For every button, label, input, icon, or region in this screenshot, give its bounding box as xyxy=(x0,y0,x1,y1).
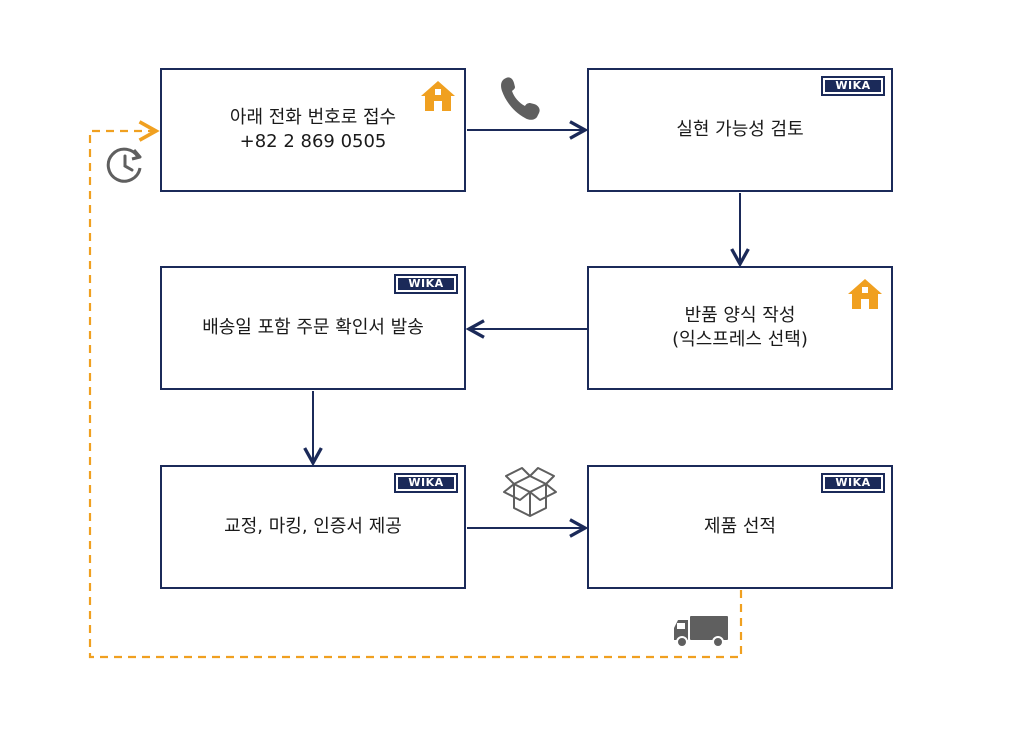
wika-logo: WIKA xyxy=(394,473,458,493)
box-shipping: 제품 선적 WIKA xyxy=(587,465,893,589)
review-label: 실현 가능성 검토 xyxy=(676,119,804,140)
box-calibration: 교정, 마킹, 인증서 제공 WIKA xyxy=(160,465,466,589)
contact-phone-number: +82 2 869 0505 xyxy=(239,131,387,152)
phone-icon xyxy=(501,77,540,120)
house-icon xyxy=(421,81,455,111)
return-form-sublabel: (익스프레스 선택) xyxy=(672,329,808,350)
return-loop-dashed xyxy=(88,131,743,659)
return-form-label: 반품 양식 작성 xyxy=(684,305,796,326)
box-return-form: 반품 양식 작성 (익스프레스 선택) xyxy=(587,266,893,390)
wika-logo: WIKA xyxy=(821,473,885,493)
shipping-label: 제품 선적 xyxy=(704,516,776,537)
house-icon xyxy=(848,279,882,309)
clock-icon xyxy=(106,147,142,183)
calibration-label: 교정, 마킹, 인증서 제공 xyxy=(224,516,402,537)
truck-icon xyxy=(674,616,728,648)
wika-logo: WIKA xyxy=(394,274,458,294)
box-contact: 아래 전화 번호로 접수 +82 2 869 0505 xyxy=(160,68,466,192)
contact-label: 아래 전화 번호로 접수 xyxy=(229,107,397,128)
order-confirm-label: 배송일 포함 주문 확인서 발송 xyxy=(202,317,424,338)
box-icon xyxy=(503,467,557,517)
box-order-confirm: 배송일 포함 주문 확인서 발송 WIKA xyxy=(160,266,466,390)
wika-logo: WIKA xyxy=(821,76,885,96)
